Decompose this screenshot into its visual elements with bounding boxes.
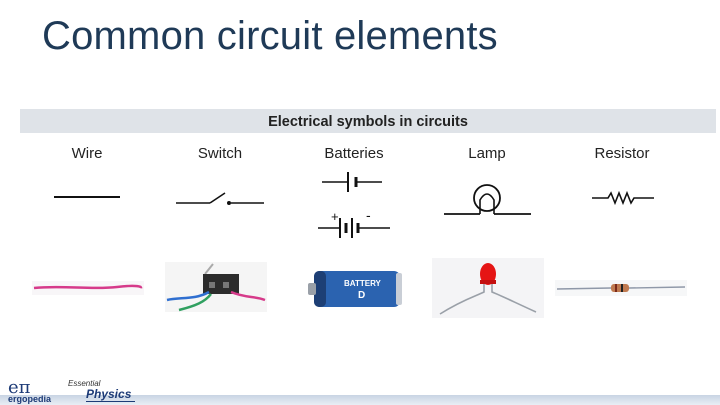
lamp-symbol-icon [444, 184, 531, 215]
battery-multi-cell-icon: + - [318, 208, 390, 238]
label-switch: Switch [197, 145, 243, 162]
wire-symbol-icon [54, 196, 120, 198]
resistor-symbol-icon [592, 190, 654, 206]
battery-plus-sign: + [331, 209, 339, 224]
battery-minus-sign: - [366, 208, 371, 223]
label-lamp: Lamp [468, 145, 506, 162]
ergopedia-logo-icon: eπ [8, 378, 31, 398]
resistor-photo [555, 280, 687, 296]
symbols-header-band: Electrical symbols in circuits [20, 109, 716, 133]
label-resistor: Resistor [594, 145, 650, 162]
switch-symbol-icon [176, 192, 264, 205]
slide-title: Common circuit elements [42, 14, 498, 58]
symbols-heading: Electrical symbols in circuits [268, 114, 468, 130]
battery-photo-size: D [358, 290, 365, 301]
label-wire: Wire [71, 145, 103, 162]
essential-label: Essential [68, 379, 101, 388]
battery-photo-label: BATTERY [344, 279, 382, 288]
logo-glyph: eπ [8, 378, 31, 398]
label-batteries: Batteries [324, 145, 384, 162]
lamp-photo [432, 258, 544, 318]
battery-single-cell-icon [322, 172, 382, 192]
brand-name: ergopedia [8, 394, 52, 404]
switch-photo [165, 262, 267, 312]
wire-photo [32, 281, 144, 295]
footer-band [0, 395, 720, 405]
battery-photo: BATTERY D [300, 265, 408, 313]
physics-label: Physics [86, 387, 136, 402]
